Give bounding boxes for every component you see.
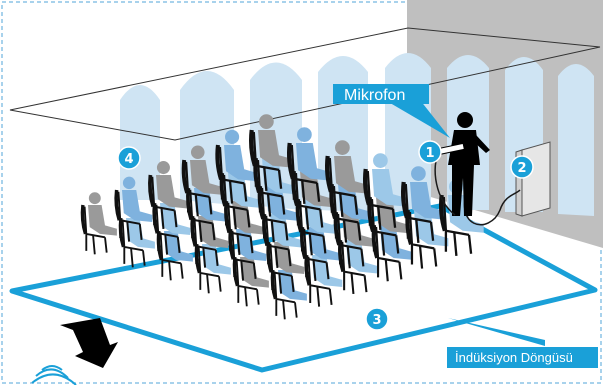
- seated-person: [363, 153, 408, 231]
- marker-3-label: 3: [372, 313, 381, 328]
- speaker-figure: [434, 112, 490, 216]
- signal-waves-icon: [31, 365, 77, 385]
- seated-person: [114, 176, 153, 242]
- marker-2-label: 2: [517, 161, 526, 176]
- marker-1-label: 1: [425, 146, 434, 161]
- arch-1: [120, 85, 160, 200]
- microphone-label: Mikrofon: [344, 87, 405, 104]
- seated-person: [325, 140, 370, 218]
- arch-3: [250, 62, 302, 210]
- seated-person: [287, 127, 332, 205]
- speaker-head: [457, 112, 473, 128]
- seated-person: [148, 161, 188, 230]
- loop-callout-box: [447, 347, 598, 368]
- induction-loop-callout: İndüksiyon Döngüsü: [447, 318, 598, 368]
- marker-3: 3: [365, 307, 389, 331]
- marker-4-label: 4: [124, 152, 133, 167]
- microphone-callout-box: [333, 84, 429, 104]
- arch-8: [558, 64, 594, 216]
- loop-callout-pointer: [448, 318, 545, 346]
- seated-person: [215, 129, 259, 204]
- speaker-arm: [474, 135, 490, 153]
- microphone-callout-pointer: [385, 100, 450, 138]
- seated-person: [401, 166, 446, 244]
- arrow-icon: [60, 318, 118, 368]
- loop-amplifier: [515, 141, 551, 217]
- marker-1: 1: [418, 140, 442, 164]
- induction-loop-label: İndüksiyon Döngüsü: [455, 350, 573, 365]
- seated-person: [181, 145, 223, 217]
- marker-4: 4: [117, 146, 141, 170]
- microphone-callout: Mikrofon: [333, 84, 450, 138]
- induction-loop-wire: [9, 203, 598, 373]
- seated-person: [249, 114, 294, 192]
- marker-2: 2: [510, 155, 534, 179]
- seated-person: [80, 192, 117, 255]
- ceiling-outline: [9, 27, 601, 141]
- audience: [80, 114, 484, 320]
